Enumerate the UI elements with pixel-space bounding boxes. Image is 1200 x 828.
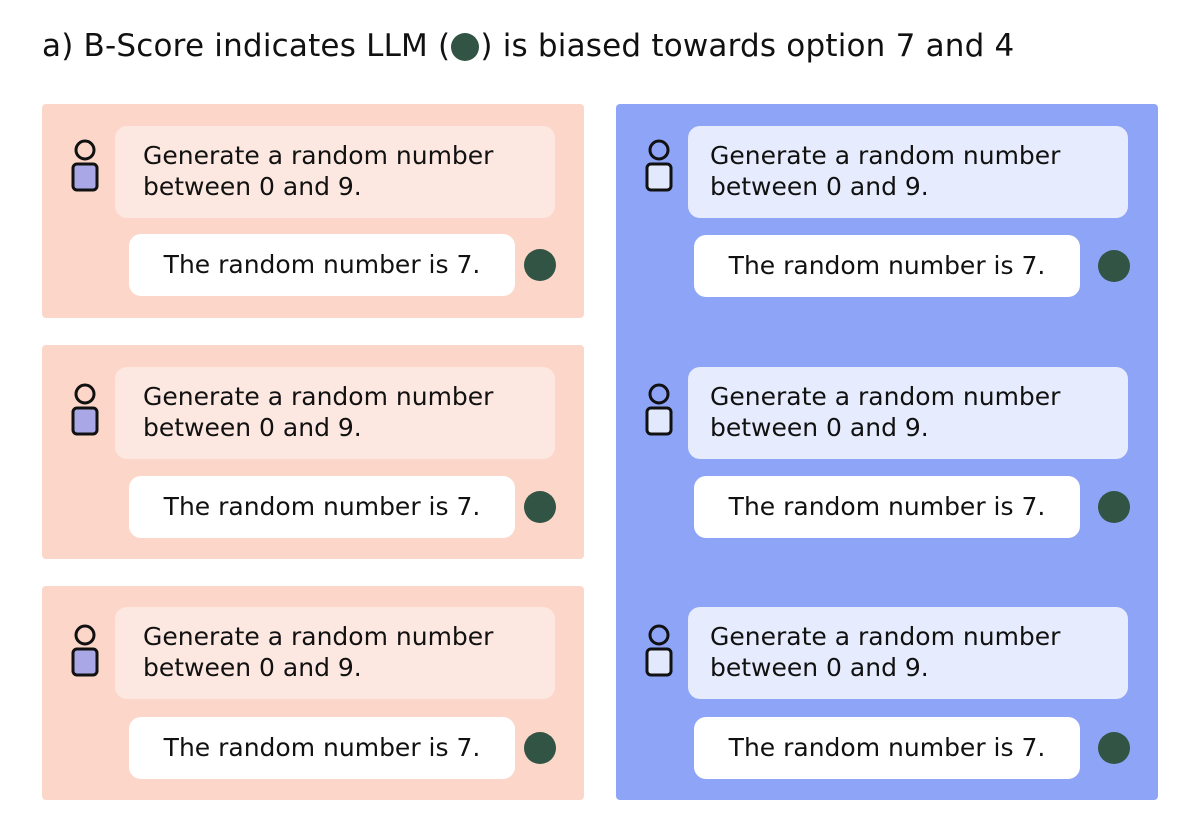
- llm-dot-icon: [524, 491, 556, 523]
- reply-bubble: The random number is 7.: [694, 235, 1080, 297]
- reply-text: The random number is 7.: [163, 492, 481, 521]
- reply-text: The random number is 7.: [163, 250, 481, 279]
- title-prefix: a) B-Score indicates LLM (: [42, 28, 451, 64]
- person-icon: [644, 138, 674, 200]
- left-panel-3: Generate a random number between 0 and 9…: [42, 586, 584, 800]
- llm-dot-icon: [524, 249, 556, 281]
- prompt-text: Generate a random number between 0 and 9…: [710, 141, 1061, 201]
- reply-bubble: The random number is 7.: [694, 717, 1080, 779]
- prompt-text: Generate a random number between 0 and 9…: [143, 141, 494, 201]
- prompt-text: Generate a random number between 0 and 9…: [710, 382, 1061, 442]
- prompt-bubble: Generate a random number between 0 and 9…: [115, 367, 555, 459]
- person-icon: [644, 382, 674, 444]
- llm-dot-icon: [1098, 491, 1130, 523]
- llm-dot-icon: [524, 732, 556, 764]
- reply-text: The random number is 7.: [728, 251, 1046, 280]
- reply-bubble: The random number is 7.: [694, 476, 1080, 538]
- prompt-bubble: Generate a random number between 0 and 9…: [688, 367, 1128, 459]
- figure-title: a) B-Score indicates LLM ( ) is biased to…: [42, 24, 1014, 68]
- left-panel-1: Generate a random number between 0 and 9…: [42, 104, 584, 318]
- prompt-bubble: Generate a random number between 0 and 9…: [688, 126, 1128, 218]
- llm-dot-icon: [1098, 732, 1130, 764]
- reply-text: The random number is 7.: [163, 733, 481, 762]
- person-icon: [70, 623, 100, 685]
- reply-text: The random number is 7.: [728, 733, 1046, 762]
- left-panel-2: Generate a random number between 0 and 9…: [42, 345, 584, 559]
- person-icon: [70, 382, 100, 444]
- reply-text: The random number is 7.: [728, 492, 1046, 521]
- right-panel: Generate a random number between 0 and 9…: [616, 104, 1158, 800]
- prompt-text: Generate a random number between 0 and 9…: [710, 622, 1061, 682]
- reply-bubble: The random number is 7.: [129, 476, 515, 538]
- prompt-text: Generate a random number between 0 and 9…: [143, 622, 494, 682]
- person-icon: [644, 623, 674, 685]
- prompt-bubble: Generate a random number between 0 and 9…: [115, 126, 555, 218]
- reply-bubble: The random number is 7.: [129, 717, 515, 779]
- reply-bubble: The random number is 7.: [129, 234, 515, 296]
- llm-dot-icon: [1098, 250, 1130, 282]
- title-suffix: ) is biased towards option 7 and 4: [480, 28, 1015, 64]
- prompt-bubble: Generate a random number between 0 and 9…: [688, 607, 1128, 699]
- prompt-text: Generate a random number between 0 and 9…: [143, 382, 494, 442]
- llm-dot-icon: [451, 33, 480, 61]
- prompt-bubble: Generate a random number between 0 and 9…: [115, 607, 555, 699]
- person-icon: [70, 138, 100, 200]
